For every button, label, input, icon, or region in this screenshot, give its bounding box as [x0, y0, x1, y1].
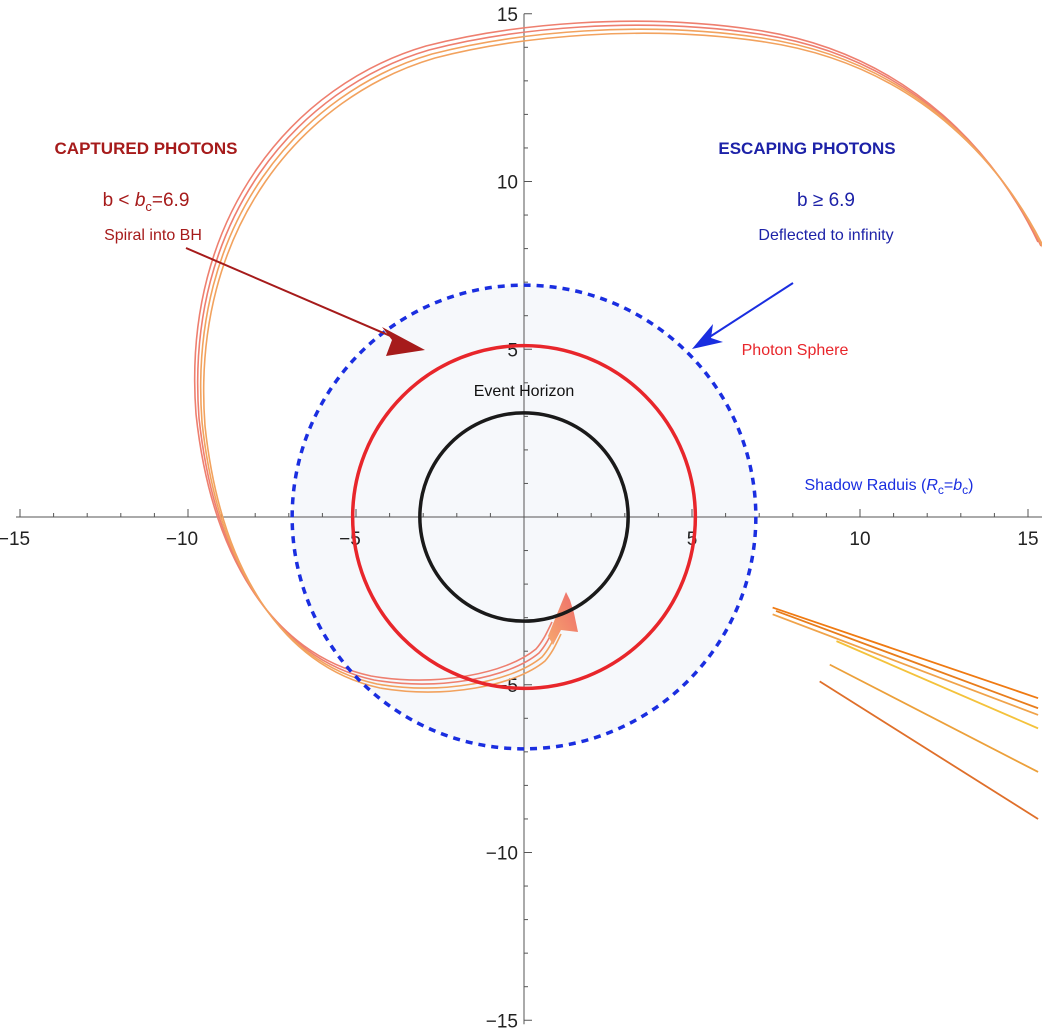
x-ticks: −15 −10 −5 5 10 15: [0, 509, 1039, 550]
escaping-b-condition: b ≥ 6.9: [797, 190, 855, 211]
shadow-r-subscript: c: [938, 483, 944, 497]
captured-description: Spiral into BH: [104, 227, 202, 244]
captured-b-value: =6.9: [152, 190, 190, 211]
x-tick-label: −10: [166, 529, 198, 550]
shadow-suffix: ): [968, 477, 973, 494]
photon-sphere-circle: [350, 343, 698, 691]
shadow-radius-label: Shadow Raduis (Rc=bc): [805, 477, 974, 497]
event-horizon-label: Event Horizon: [474, 383, 575, 400]
captured-arrow: [185, 247, 425, 356]
y-tick-label: −10: [486, 844, 518, 865]
captured-photon-spiral: [193, 20, 1042, 693]
x-tick-label: 10: [849, 529, 870, 550]
spiral-arrowhead: [548, 592, 578, 645]
y-tick-label: 10: [497, 173, 518, 194]
x-tick-label: 15: [1017, 529, 1038, 550]
y-tick-label: 15: [497, 5, 518, 26]
x-tick-label: 5: [687, 529, 698, 550]
captured-b-symbol: b: [135, 190, 146, 211]
spiral-line: [196, 24, 1042, 685]
escaping-photon-rays: [772, 606, 1039, 820]
escaping-ray: [772, 606, 1039, 700]
shadow-prefix: Shadow Raduis (: [805, 477, 928, 494]
spiral-line: [202, 32, 1042, 693]
event-horizon-circle: [418, 411, 630, 623]
spiral-line: [199, 28, 1042, 689]
x-tick-label: −15: [0, 529, 30, 550]
escaping-ray: [775, 610, 1039, 710]
y-tick-label: 5: [507, 340, 518, 361]
spiral-line: [193, 20, 1039, 681]
captured-photons-title: CAPTURED PHOTONS: [55, 139, 238, 158]
shadow-b-symbol: b: [953, 477, 962, 494]
axes: −15 −10 −5 5 10 15 15 10 5 −5 −10 −15: [0, 5, 1042, 1032]
escaping-ray: [836, 640, 1039, 730]
shadow-equals: =: [944, 477, 953, 494]
escaping-description: Deflected to infinity: [758, 227, 893, 244]
photon-sphere-label: Photon Sphere: [742, 342, 849, 359]
escaping-photons-title: ESCAPING PHOTONS: [718, 139, 895, 158]
captured-b-prefix: b <: [103, 190, 135, 211]
escaping-ray: [819, 680, 1039, 820]
escaping-arrow: [692, 282, 794, 349]
y-tick-label: −15: [486, 1011, 518, 1032]
escaping-ray: [829, 663, 1039, 773]
captured-b-condition: b < bc=6.9: [103, 190, 190, 214]
x-tick-label: −5: [339, 529, 361, 550]
shadow-radius-circle: [290, 283, 758, 751]
shadow-r-symbol: R: [926, 477, 938, 494]
captured-b-subscript: c: [145, 199, 152, 214]
escaping-ray: [772, 613, 1039, 716]
shadow-b-subscript: c: [962, 483, 968, 497]
